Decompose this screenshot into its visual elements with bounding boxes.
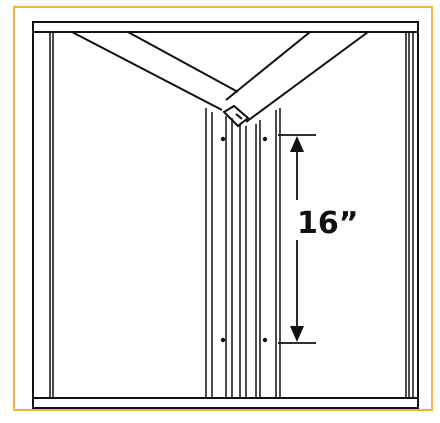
left-brace-bottom-edge	[127, 31, 239, 93]
left-wall-studs	[49, 32, 54, 398]
dimension-arrow-up-icon	[290, 136, 304, 152]
right-wall-studs	[405, 32, 414, 398]
right-brace-top-edge	[225, 31, 311, 101]
diagonal-braces	[71, 31, 369, 123]
fastener-dot	[220, 136, 226, 142]
corner-post-top	[222, 104, 250, 128]
right-brace-bottom-edge	[245, 31, 369, 123]
corner-post-cap-detail	[235, 113, 243, 120]
outer-frame-rect	[32, 21, 419, 409]
fasteners	[220, 136, 268, 343]
corner-stud-assembly	[205, 108, 281, 398]
corner-post-cap	[222, 104, 250, 128]
dimension-arrow-down-icon	[290, 326, 304, 342]
outer-frame	[32, 21, 419, 409]
fastener-dot	[262, 136, 268, 142]
fastener-dot	[262, 337, 268, 343]
left-brace-top-edge	[71, 31, 223, 111]
dimension-label: 16”	[297, 206, 358, 241]
fastener-dot	[220, 337, 226, 343]
dimension-label-background	[287, 200, 363, 240]
